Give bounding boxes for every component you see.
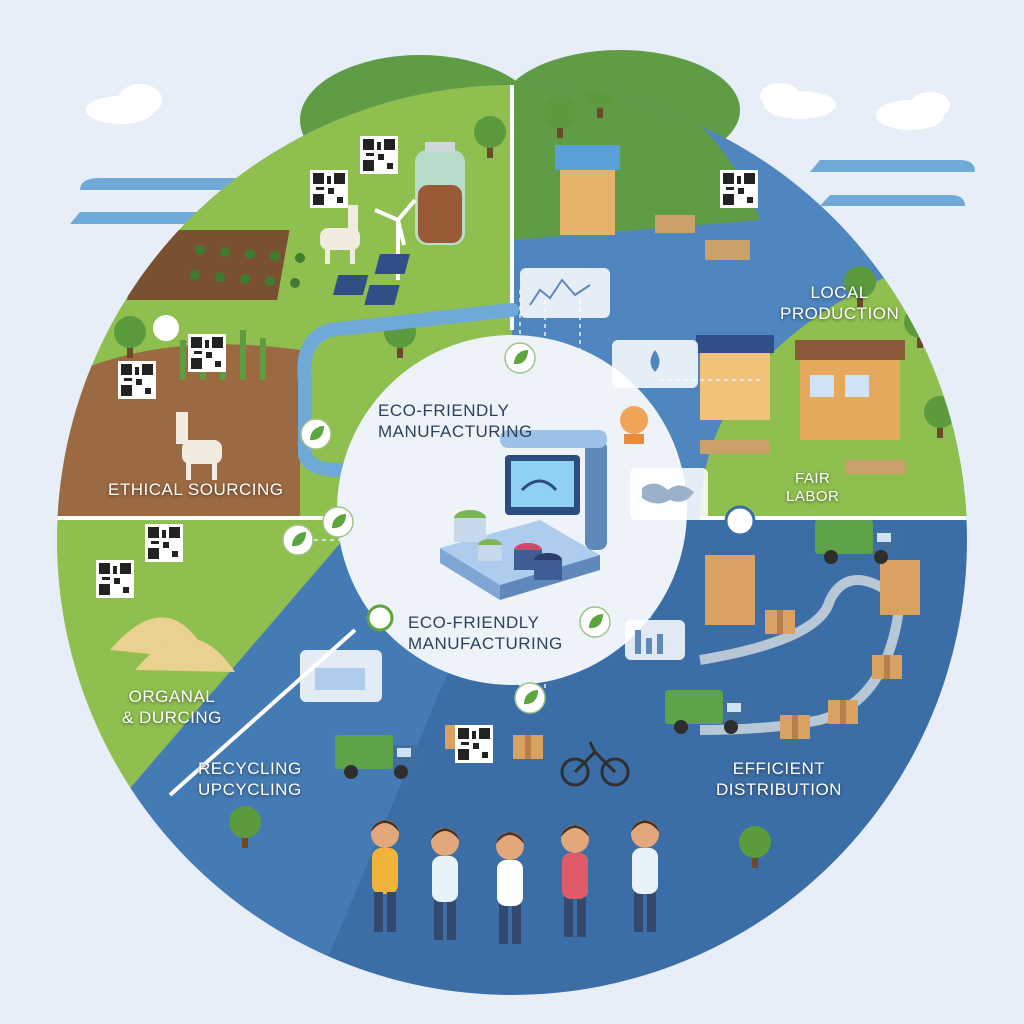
- efficient-distribution-label: EFFICIENT DISTRIBUTION: [716, 758, 842, 800]
- wind-turbine-icon: [374, 198, 417, 280]
- cotton-pile: [110, 617, 235, 672]
- center-title-top: ECO-FRIENDLY MANUFACTURING: [378, 400, 533, 442]
- water-drop-icon: [612, 340, 698, 388]
- compost-jar: [415, 142, 465, 245]
- cloud: [86, 83, 950, 130]
- world-map-icon: [630, 468, 708, 520]
- center-title-bottom-line1: ECO-FRIENDLY: [408, 613, 540, 632]
- ethical-sourcing-label: ETHICAL SOURCING: [108, 479, 284, 500]
- crop-field: [127, 230, 305, 380]
- lightbulb-icon: [620, 406, 648, 444]
- organal-durcing-line1: ORGANAL: [128, 687, 216, 706]
- shelf-unit: [705, 555, 920, 625]
- fair-labor-line2: LABOR: [786, 488, 840, 505]
- chart-icon: [520, 268, 685, 660]
- llama: [176, 205, 360, 480]
- workshop-building: [555, 145, 905, 440]
- recycling-line2: UPCYCLING: [198, 780, 302, 799]
- center-title-bottom-line2: MANUFACTURING: [408, 634, 563, 653]
- recycling-upcycling-label: RECYCLING UPCYCLING: [198, 758, 302, 800]
- machine-icon: [300, 650, 382, 702]
- manufacturing-machine: [440, 430, 607, 600]
- center-title-top-line2: MANUFACTURING: [378, 422, 533, 441]
- organal-durcing-label: ORGANAL & DURCING: [122, 686, 222, 728]
- organal-durcing-line2: & DURCING: [122, 708, 222, 727]
- efficient-distribution-line1: EFFICIENT: [732, 759, 826, 778]
- local-production-line1: LOCAL: [810, 283, 869, 302]
- center-title-bottom: ECO-FRIENDLY MANUFACTURING: [408, 612, 563, 654]
- fair-labor-label: FAIR LABOR: [786, 470, 839, 506]
- solar-panel-icon: [332, 254, 410, 305]
- recycling-line1: RECYCLING: [198, 759, 302, 778]
- recycle-icon: [153, 315, 756, 632]
- person-shirts: [432, 848, 658, 906]
- bicycle-icon: [560, 741, 630, 787]
- efficient-distribution-line2: DISTRIBUTION: [716, 780, 842, 799]
- ethical-sourcing-text: ETHICAL SOURCING: [108, 480, 284, 499]
- workbench: [655, 215, 905, 474]
- local-production-label: LOCAL PRODUCTION: [780, 282, 899, 324]
- center-title-top-line1: ECO-FRIENDLY: [378, 401, 510, 420]
- local-production-line2: PRODUCTION: [780, 304, 900, 323]
- fair-labor-line1: FAIR: [795, 470, 831, 487]
